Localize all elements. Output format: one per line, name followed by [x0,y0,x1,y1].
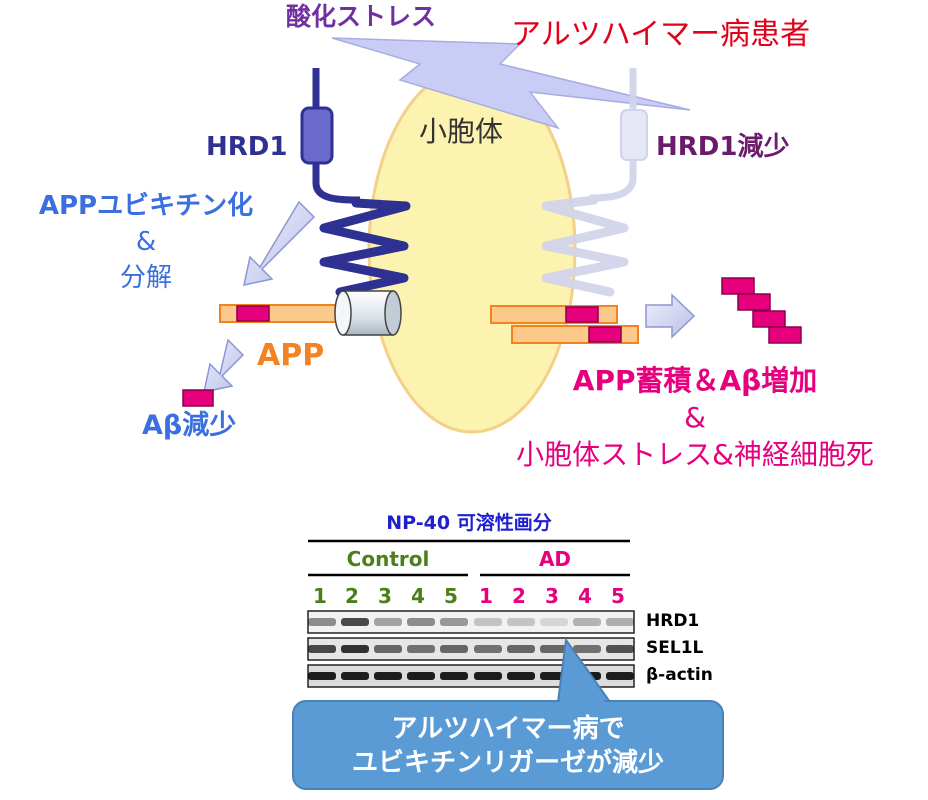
blot-band [341,672,369,680]
lane-c2: 2 [345,584,359,608]
abeta-aggregate [721,277,802,344]
blot-group-control: Control [346,547,430,571]
abeta-segment-right-1 [565,306,599,323]
blot-band [573,645,601,653]
app-ubiq-line2: & [135,227,157,257]
callout-line2: ユビキチンリガーゼが減少 [351,748,664,778]
blot-band [341,645,369,653]
hrd1-left-protein [300,68,411,297]
blot-band [540,618,568,626]
blot-strip-1 [307,610,635,634]
app-ubiq-line3: 分解 [119,263,172,293]
organelle-label: 小胞体 [419,115,504,148]
blot-band [606,618,634,626]
blot-band [308,618,336,626]
blot-band [540,672,568,680]
blot-band [573,618,601,626]
western-blot [307,539,635,688]
blot-band [407,618,435,626]
lane-ad2: 2 [512,584,526,608]
blot-band [440,618,468,626]
blot-band [341,618,369,626]
blot-band [308,645,336,653]
oxidative-stress-label: 酸化ストレス [286,2,437,31]
lane-c5: 5 [444,584,458,608]
blot-band [474,672,502,680]
lane-ad1: 1 [479,584,493,608]
blot-band [474,645,502,653]
hrd1-right-label: HRD1減少 [656,132,790,162]
lightning-bolt-icon [331,37,691,130]
app-accum-line3: 小胞体ストレス&神経細胞死 [516,438,874,471]
app-accum-line2: & [684,401,706,434]
blot-band [507,672,535,680]
lane-c3: 3 [378,584,392,608]
blot-band [440,645,468,653]
blot-band [374,645,402,653]
blot-band [474,618,502,626]
blot-bands [307,610,635,688]
blot-band [374,672,402,680]
translocon-channel [334,290,402,336]
hrd1-left-label: HRD1 [206,132,288,162]
lane-c4: 4 [411,584,425,608]
alzheimer-patient-label: アルツハイマー病患者 [511,17,811,52]
blot-row-hrd1: HRD1 [646,611,700,631]
lane-ad4: 4 [578,584,592,608]
abeta-decrease-label: Aβ減少 [142,410,237,441]
arrow-abeta-decrease-icon [203,338,245,393]
blot-band [407,645,435,653]
arrow-accumulation-icon [645,293,696,339]
lane-ad5: 5 [611,584,625,608]
blot-band [374,618,402,626]
blot-band [606,672,634,680]
blot-band [573,672,601,680]
blot-row-beta-actin: β-actin [646,665,713,685]
app-accum-line1: APP蓄積＆Aβ増加 [572,364,818,397]
abeta-segment-left [236,305,270,322]
callout-box: アルツハイマー病で ユビキチンリガーゼが減少 [292,700,724,790]
blot-title: NP-40 可溶性画分 [386,512,552,534]
callout-line1: アルツハイマー病で [391,714,625,744]
blot-band [606,645,634,653]
hrd1-right-protein [541,68,648,297]
arrow-ubiquitination-icon [243,200,316,286]
lane-c1: 1 [313,584,327,608]
blot-row-sel1l: SEL1L [646,638,704,658]
blot-band [507,645,535,653]
app-accumulation-label: APP蓄積＆Aβ増加 & 小胞体ストレス&神経細胞死 [470,362,920,473]
lane-ad3: 3 [545,584,559,608]
app-label: APP [257,338,325,373]
blot-band [440,672,468,680]
blot-group-ad: AD [538,547,572,571]
abeta-segment-right-2 [588,326,622,343]
blot-band [407,672,435,680]
app-ubiquitination-label: APPユビキチン化 & 分解 [0,188,296,296]
blot-band [540,645,568,653]
app-ubiq-line1: APPユビキチン化 [38,191,254,221]
blot-band [507,618,535,626]
abeta-fragment-small [182,389,214,407]
blot-band [308,672,336,680]
